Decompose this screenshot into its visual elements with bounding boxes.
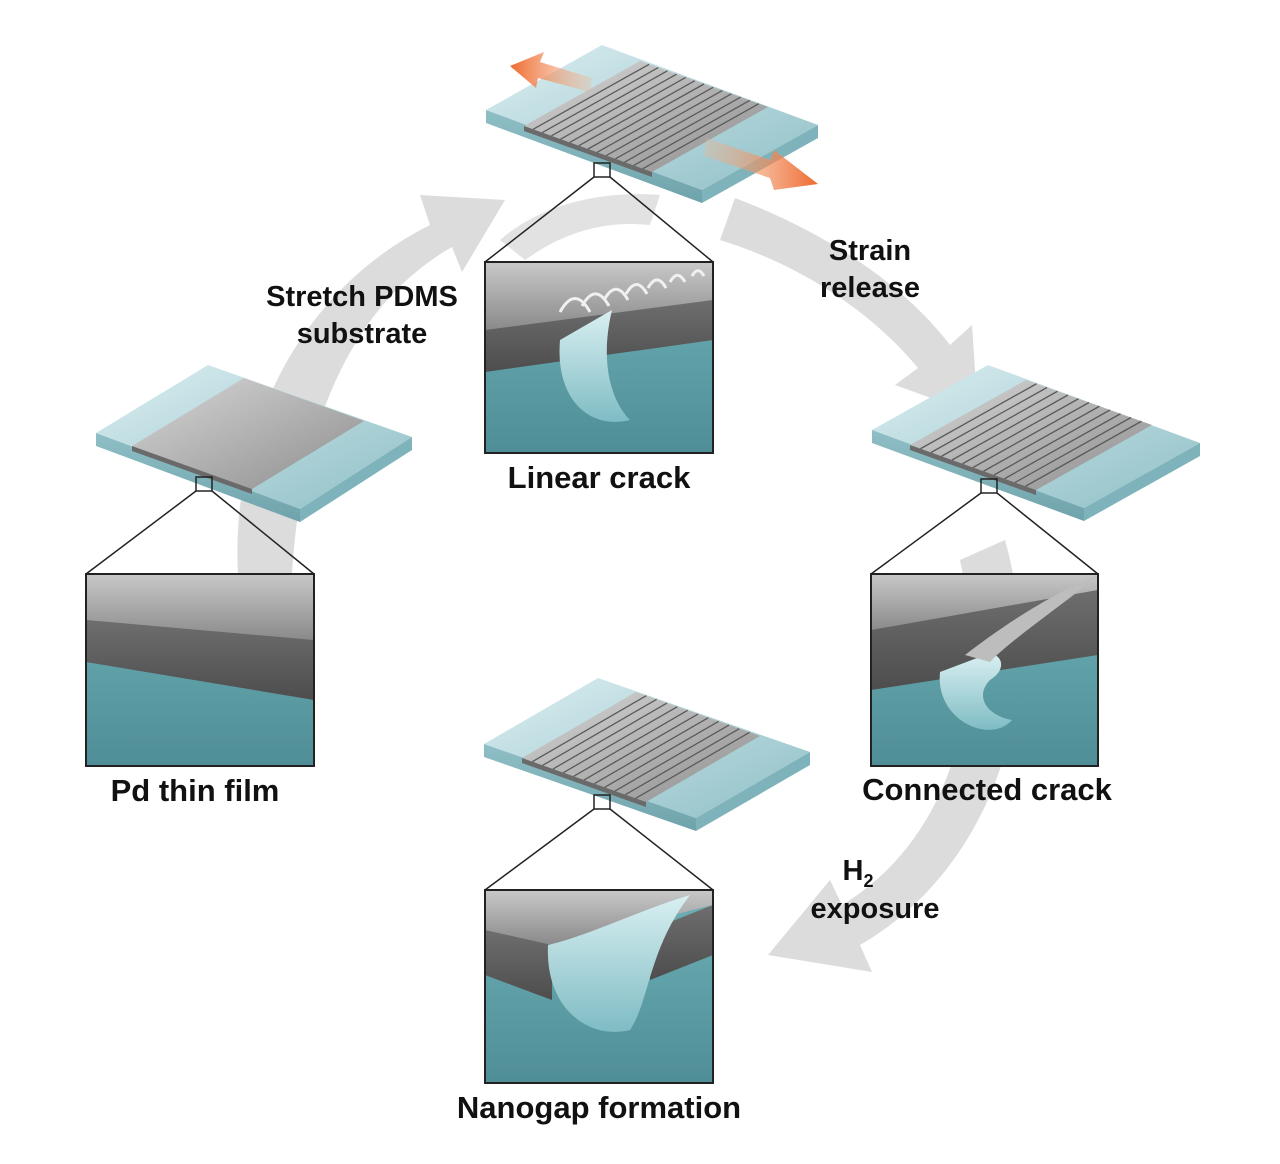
crack-ridge <box>580 292 611 307</box>
nanogap-crack-line <box>594 717 709 785</box>
exposure-label-line2: exposure <box>811 893 940 925</box>
connected-crack-chip <box>872 365 1200 521</box>
linear-crack-line <box>633 99 751 166</box>
nanogap-zoom-lines <box>484 808 714 891</box>
crack-ridge <box>690 269 706 277</box>
nanogap-chip <box>484 678 810 831</box>
left-strain-arrow <box>510 52 592 92</box>
h2-symbol: H <box>843 855 864 887</box>
linear-crack-chip <box>486 45 818 203</box>
connected-crack-line <box>1025 420 1142 487</box>
connected-crack-line <box>941 390 1058 457</box>
nanogap-crack-line <box>532 695 647 763</box>
nanogap-crack-line <box>635 731 750 799</box>
linear-crack-line <box>541 67 659 134</box>
connected-crack-line <box>951 394 1069 461</box>
nanogap-crack-line <box>604 720 719 788</box>
pd-film-zoom-lines <box>85 490 315 575</box>
nanogap-crack-line <box>542 698 657 766</box>
top-arc-arrow <box>500 194 660 260</box>
linear-crack-line <box>569 76 687 143</box>
release-arrow <box>720 198 978 415</box>
connected-crack-label: Connected crack <box>862 772 1113 807</box>
nanogap-crack-line <box>552 702 668 770</box>
linear-crack-line <box>587 83 705 150</box>
connected-crack-line <box>1004 413 1121 480</box>
nanogap-crack-line <box>625 728 740 796</box>
linear-crack-line <box>578 80 696 147</box>
right-strain-arrow <box>704 138 818 190</box>
exposure-label-line1: H2 <box>843 855 874 891</box>
crack-ridge <box>668 273 687 283</box>
connected-crack-line <box>930 386 1048 454</box>
nanogap-crack-line <box>614 724 730 792</box>
release-label-line1: Strain <box>829 235 911 267</box>
linear-crack-line <box>551 70 668 137</box>
nanogap-crack-line <box>563 706 678 774</box>
stretch-label-line2: substrate <box>297 318 428 350</box>
linear-crack-line <box>615 93 732 160</box>
nanogap-label: Nanogap formation <box>457 1090 741 1125</box>
crack-ridge <box>602 287 630 301</box>
pd-film-chip <box>96 365 412 522</box>
linear-crack-line <box>596 86 714 153</box>
h2-subscript: 2 <box>863 871 873 891</box>
release-label-line2: release <box>820 272 920 304</box>
nanogap-crack-line <box>583 713 699 781</box>
pd-film-label: Pd thin film <box>111 773 280 808</box>
crack-ridge <box>558 297 592 313</box>
connected-crack-inset <box>870 573 1099 767</box>
nanogap-crack-line <box>573 709 688 777</box>
connected-crack-line <box>962 398 1079 465</box>
connected-crack-zoom-lines <box>870 492 1099 575</box>
stretch-arrows <box>510 52 818 190</box>
connected-crack-line <box>920 383 1037 450</box>
pd-film-inset <box>85 573 315 767</box>
connected-crack-line <box>1014 416 1132 484</box>
stretch-arrow <box>237 195 505 575</box>
linear-crack-line <box>605 90 723 157</box>
linear-crack-line <box>532 63 650 130</box>
crack-ridge <box>646 278 668 289</box>
connected-crack-line <box>993 409 1111 476</box>
linear-crack-line <box>624 96 741 163</box>
stretch-label-line1: Stretch PDMS <box>266 281 458 313</box>
crack-ridge <box>624 283 649 295</box>
linear-crack-label: Linear crack <box>508 460 691 495</box>
nanogap-inset <box>484 889 714 1084</box>
linear-crack-zoom-lines <box>484 176 714 263</box>
linear-crack-inset <box>484 261 714 454</box>
linear-crack-line <box>560 73 677 140</box>
connected-crack-line <box>972 401 1090 469</box>
linear-crack-line <box>642 103 760 170</box>
connected-crack-line <box>983 405 1100 472</box>
